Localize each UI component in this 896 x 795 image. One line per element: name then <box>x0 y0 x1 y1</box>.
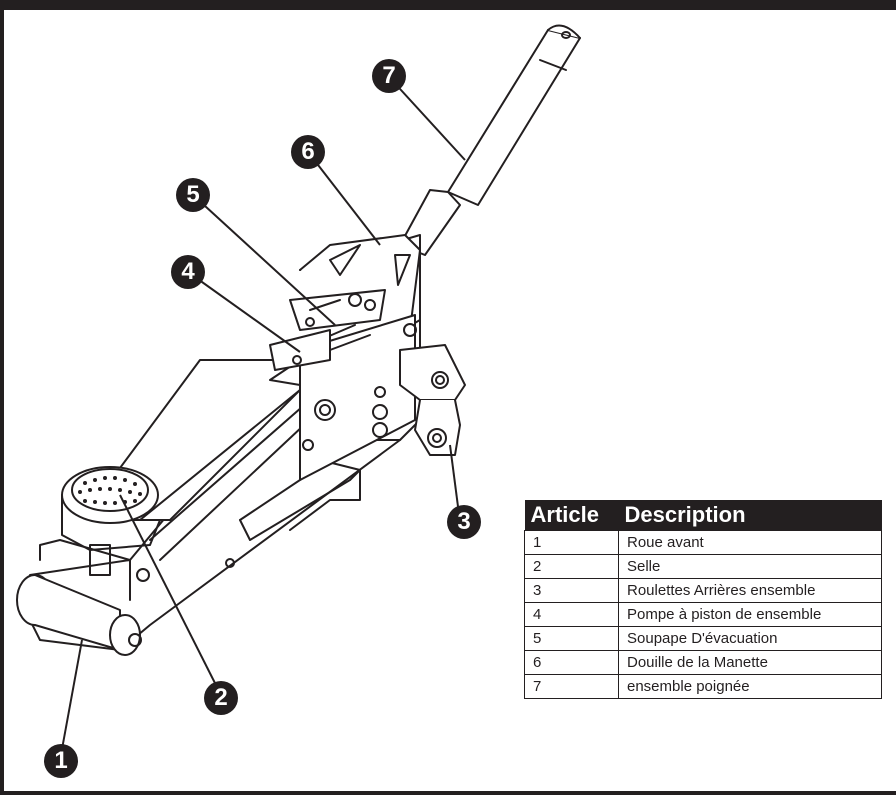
description-column-header: Description <box>618 500 882 531</box>
callout-1: 1 <box>44 744 78 778</box>
article-cell: 6 <box>524 650 619 675</box>
article-cell: 3 <box>524 578 619 603</box>
description-cell: Douille de la Manette <box>618 650 882 675</box>
table-header-row: Article Description <box>524 500 882 531</box>
article-cell: 2 <box>524 554 619 579</box>
article-cell: 1 <box>524 530 619 555</box>
description-cell: Roue avant <box>618 530 882 555</box>
description-cell: Pompe à piston de ensemble <box>618 602 882 627</box>
rear-caster-drawing <box>399 344 466 456</box>
description-cell: Roulettes Arrières ensemble <box>618 578 882 603</box>
article-cell: 7 <box>524 674 619 699</box>
callout-6: 6 <box>291 135 325 169</box>
article-cell: 5 <box>524 626 619 651</box>
callout-7: 7 <box>372 59 406 93</box>
article-column-header: Article <box>524 500 619 531</box>
callout-2: 2 <box>204 681 238 715</box>
leader-lines <box>59 77 466 761</box>
description-cell: Selle <box>618 554 882 579</box>
jack-body-drawing <box>19 234 421 651</box>
handle-drawing <box>399 24 581 256</box>
saddle-drawing <box>61 466 161 551</box>
article-cell: 4 <box>524 602 619 627</box>
front-roller-drawing <box>16 539 150 656</box>
callout-3: 3 <box>447 505 481 539</box>
callout-5: 5 <box>176 178 210 212</box>
description-cell: ensemble poignée <box>618 674 882 699</box>
description-cell: Soupape D'évacuation <box>618 626 882 651</box>
callout-4: 4 <box>171 255 205 289</box>
